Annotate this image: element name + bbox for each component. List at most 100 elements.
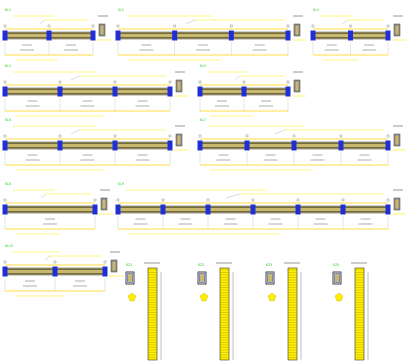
column-tag: KZ3 [266, 263, 272, 267]
grid-bubble [386, 198, 390, 202]
beam-b6: KL6 [2, 118, 188, 171]
column-section-core [267, 273, 273, 283]
beam-b3: KL3 [310, 8, 406, 61]
grid-bubble [168, 80, 172, 84]
column-support [46, 30, 52, 41]
column-support [90, 30, 96, 41]
column-support [115, 30, 121, 41]
column-c1: KZ1 [125, 262, 162, 361]
column-body [354, 267, 365, 361]
column-c2: KZ2 [197, 262, 234, 361]
grid-bubble [3, 198, 7, 202]
column-support [92, 204, 98, 215]
column-support [2, 204, 8, 215]
section-body [175, 133, 183, 147]
column-support [167, 140, 173, 151]
grid-bubble [311, 24, 315, 28]
grid-bubble [47, 24, 51, 28]
beam-tag: KL8 [5, 182, 11, 186]
grid-bubble [229, 24, 233, 28]
column-section-core [334, 273, 340, 283]
grid-bubble [3, 24, 7, 28]
grid-bubble [245, 134, 249, 138]
column-support [385, 140, 391, 151]
section-body [98, 23, 106, 37]
column-tag: KZ4 [333, 263, 339, 267]
section-stirrup [101, 198, 107, 210]
column-details: KZ1 KZ2 KZ3 KZ4 [125, 262, 369, 361]
column-elevation-mark [199, 292, 209, 302]
leader-line [40, 19, 45, 25]
grid-bubble [292, 134, 296, 138]
grid-bubble [206, 198, 210, 202]
column-support [2, 30, 8, 41]
column-support [2, 266, 8, 277]
column-body [219, 267, 230, 361]
column-elevation-mark [267, 292, 277, 302]
column-support [348, 30, 353, 41]
grid-bubble [116, 24, 120, 28]
beam-b1: KL1 [2, 8, 111, 61]
column-elevation-mark [127, 292, 137, 302]
grid-bubble [349, 24, 352, 28]
grid-bubble [198, 80, 202, 84]
column-support [241, 86, 247, 97]
column-section-core [199, 273, 205, 283]
leader-line [225, 193, 240, 199]
column-support [197, 86, 203, 97]
section-stirrup [176, 80, 182, 92]
grid-bubble [251, 198, 255, 202]
section-stirrup [294, 80, 300, 92]
beam-tag: KL4 [5, 64, 11, 68]
grid-bubble [286, 24, 290, 28]
beam-b9: KL9 [115, 182, 406, 235]
section-stirrup [294, 24, 300, 36]
column-support [250, 204, 256, 215]
column-support [2, 86, 8, 97]
section-body [393, 197, 401, 211]
leader-line [44, 255, 51, 261]
leader-line [185, 19, 195, 25]
section-body [175, 79, 183, 93]
section-stirrup [176, 134, 182, 146]
column-support [205, 204, 211, 215]
grid-bubble [58, 80, 62, 84]
column-support [197, 140, 203, 151]
grid-bubble [161, 198, 165, 202]
grid-bubble [339, 134, 343, 138]
column-support [385, 30, 391, 41]
column-support [102, 266, 108, 277]
grid-bubble [116, 198, 120, 202]
section-body [393, 133, 401, 147]
leader-line [70, 129, 80, 135]
section-body [110, 259, 118, 273]
grid-bubble [3, 260, 7, 264]
leader-line [40, 193, 46, 199]
column-support [57, 86, 63, 97]
column-c3: KZ3 [265, 262, 302, 361]
beam-b2: KL2 [115, 8, 306, 61]
grid-bubble [58, 134, 62, 138]
section-stirrup [111, 260, 117, 272]
section-body [293, 23, 301, 37]
column-support [115, 204, 121, 215]
column-support [228, 30, 234, 41]
column-support [310, 30, 316, 41]
column-support [338, 140, 344, 151]
grid-bubble [93, 198, 97, 202]
grid-bubble [296, 198, 300, 202]
leader-line [70, 75, 80, 81]
column-support [385, 204, 391, 215]
grid-bubble [103, 260, 107, 264]
column-support [2, 140, 8, 151]
column-support [285, 86, 291, 97]
column-support [340, 204, 346, 215]
column-elevation-mark [334, 292, 344, 302]
section-stirrup [394, 134, 400, 146]
column-support [295, 204, 301, 215]
column-support [112, 86, 118, 97]
column-support [57, 140, 63, 151]
beam-tag: KL2 [118, 8, 124, 12]
